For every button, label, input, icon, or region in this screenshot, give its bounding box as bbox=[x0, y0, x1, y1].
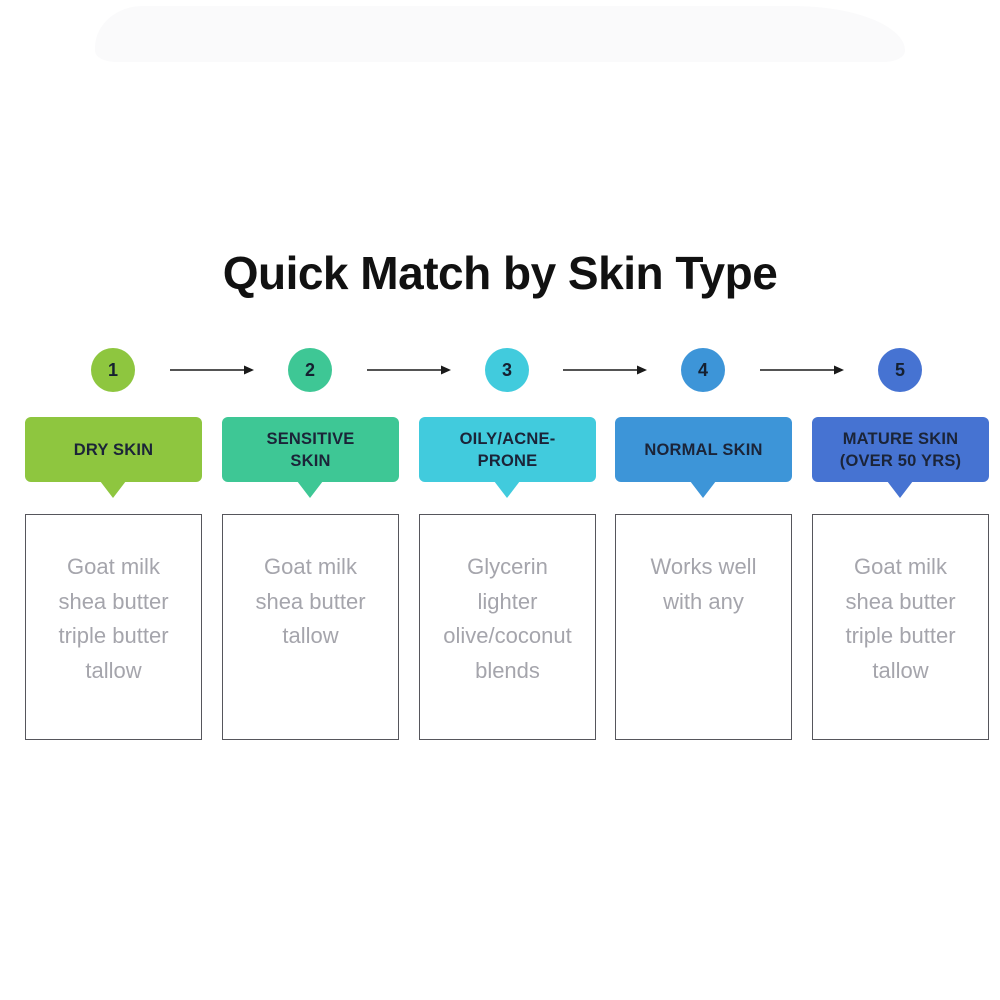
step-circle-2: 2 bbox=[288, 348, 332, 392]
ingredient-line: with any bbox=[663, 588, 744, 614]
ingredient-line: shea butter bbox=[58, 588, 169, 614]
ingredients-box-oily: Glycerin lighter olive/coconut blends bbox=[419, 514, 596, 740]
arrow-icon bbox=[563, 365, 647, 375]
step-circle-1: 1 bbox=[91, 348, 135, 392]
badge-pointer bbox=[297, 481, 323, 498]
ingredient-line: tallow bbox=[85, 657, 142, 683]
ingredient-line: tallow bbox=[282, 623, 339, 648]
step-number-3: 3 bbox=[501, 359, 512, 380]
arrow-icon bbox=[760, 365, 844, 375]
badge-pointer bbox=[887, 481, 913, 498]
skin-type-badge-dry: DRY SKIN bbox=[25, 417, 202, 482]
badge-label: SKIN bbox=[290, 451, 331, 470]
arrow-icon bbox=[367, 365, 451, 375]
step-number-2: 2 bbox=[304, 359, 315, 380]
badge-label: PRONE bbox=[477, 451, 538, 470]
skin-type-badge-normal: NORMAL SKIN bbox=[615, 417, 792, 482]
ingredient-line: triple butter bbox=[845, 623, 956, 648]
ingredient-line: Works well bbox=[650, 554, 757, 579]
ingredient-line: Glycerin bbox=[467, 554, 548, 579]
step-number-4: 4 bbox=[697, 359, 708, 380]
ingredient-line: lighter bbox=[477, 588, 538, 614]
badge-pointer bbox=[690, 481, 716, 498]
ingredients-box-sensitive: Goat milk shea butter tallow bbox=[222, 514, 399, 740]
ingredients-box-normal: Works well with any bbox=[615, 514, 792, 740]
ingredient-line: triple butter bbox=[58, 623, 169, 648]
ingredient-line: shea butter bbox=[845, 588, 956, 614]
page-title: Quick Match by Skin Type bbox=[222, 247, 778, 299]
badge-label: (OVER 50 YRS) bbox=[839, 451, 962, 470]
badge-pointer bbox=[100, 481, 126, 498]
ingredient-line: olive/coconut bbox=[443, 623, 572, 648]
step-circle-3: 3 bbox=[485, 348, 529, 392]
badge-label: MATURE SKIN bbox=[842, 429, 959, 448]
skin-type-badge-sensitive: SENSITIVE SKIN bbox=[222, 417, 399, 482]
ingredient-line: Goat milk bbox=[67, 554, 160, 579]
arrow-icon bbox=[170, 365, 254, 375]
step-number-5: 5 bbox=[894, 359, 905, 380]
ingredients-box-mature: Goat milk shea butter triple butter tall… bbox=[812, 514, 989, 740]
badge-label: SENSITIVE bbox=[266, 429, 355, 448]
badge-pointer bbox=[494, 481, 520, 498]
ingredient-line: blends bbox=[475, 657, 540, 683]
background-blob bbox=[95, 6, 905, 62]
skin-type-badge-oily: OILY/ACNE- PRONE bbox=[419, 417, 596, 482]
skin-type-badge-mature: MATURE SKIN (OVER 50 YRS) bbox=[812, 417, 989, 482]
step-circle-5: 5 bbox=[878, 348, 922, 392]
badge-label: DRY SKIN bbox=[73, 440, 154, 459]
step-circle-4: 4 bbox=[681, 348, 725, 392]
step-number-1: 1 bbox=[107, 359, 118, 380]
ingredients-box-dry: Goat milk shea butter triple butter tall… bbox=[25, 514, 202, 740]
badge-label: NORMAL SKIN bbox=[644, 440, 763, 459]
ingredient-line: Goat milk bbox=[854, 554, 947, 579]
ingredient-line: Goat milk bbox=[264, 554, 357, 579]
ingredient-line: tallow bbox=[872, 657, 929, 683]
badge-label: OILY/ACNE- bbox=[459, 429, 556, 448]
ingredient-line: shea butter bbox=[255, 588, 366, 614]
